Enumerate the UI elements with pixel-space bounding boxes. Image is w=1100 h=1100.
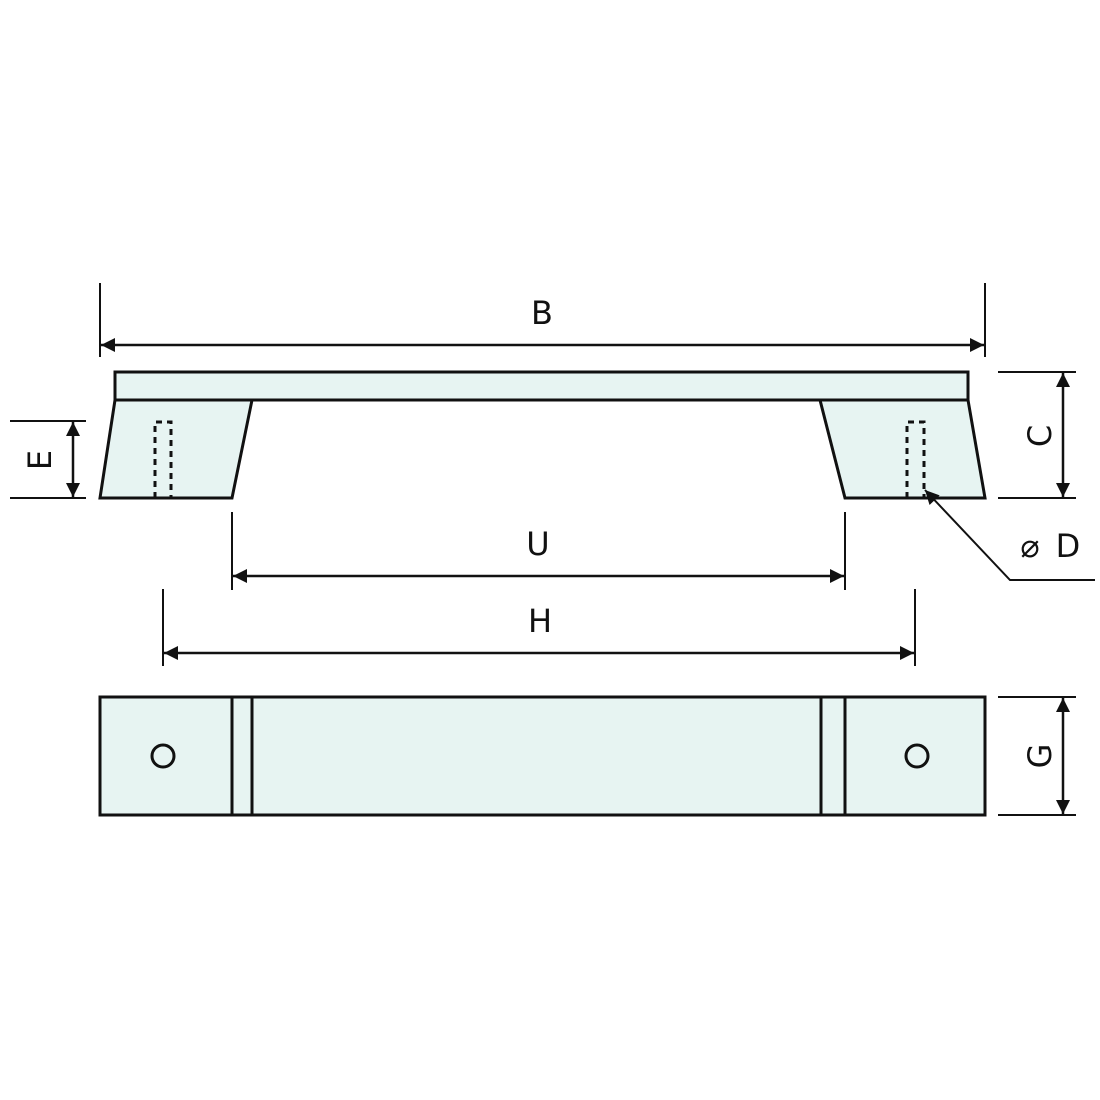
dimension-u: U [231,512,846,590]
label-e: E [21,450,59,470]
top-view [98,695,987,817]
label-b: B [531,294,553,332]
label-g: G [1021,744,1059,769]
handle-grip-bar [113,370,970,402]
left-leg [98,398,254,500]
left-hidden-hole [153,420,173,498]
dimension-c: C [998,371,1076,499]
side-view [98,370,987,500]
left-mount-hole [150,743,176,769]
dimension-e: E [10,420,86,499]
dimension-h: H [162,589,916,666]
label-h: H [528,602,552,640]
dimension-b: B [99,283,986,357]
dimension-d: ⌀ D [924,489,1095,581]
dimension-g: G [998,696,1076,816]
right-hidden-hole [905,420,926,498]
handle-top-outline [98,695,987,817]
right-mount-hole [904,743,930,769]
label-c: C [1021,425,1059,447]
right-leg [818,398,987,500]
label-d-diameter-symbol: ⌀ [1020,527,1039,565]
label-d: D [1056,527,1081,565]
label-u: U [526,525,549,563]
